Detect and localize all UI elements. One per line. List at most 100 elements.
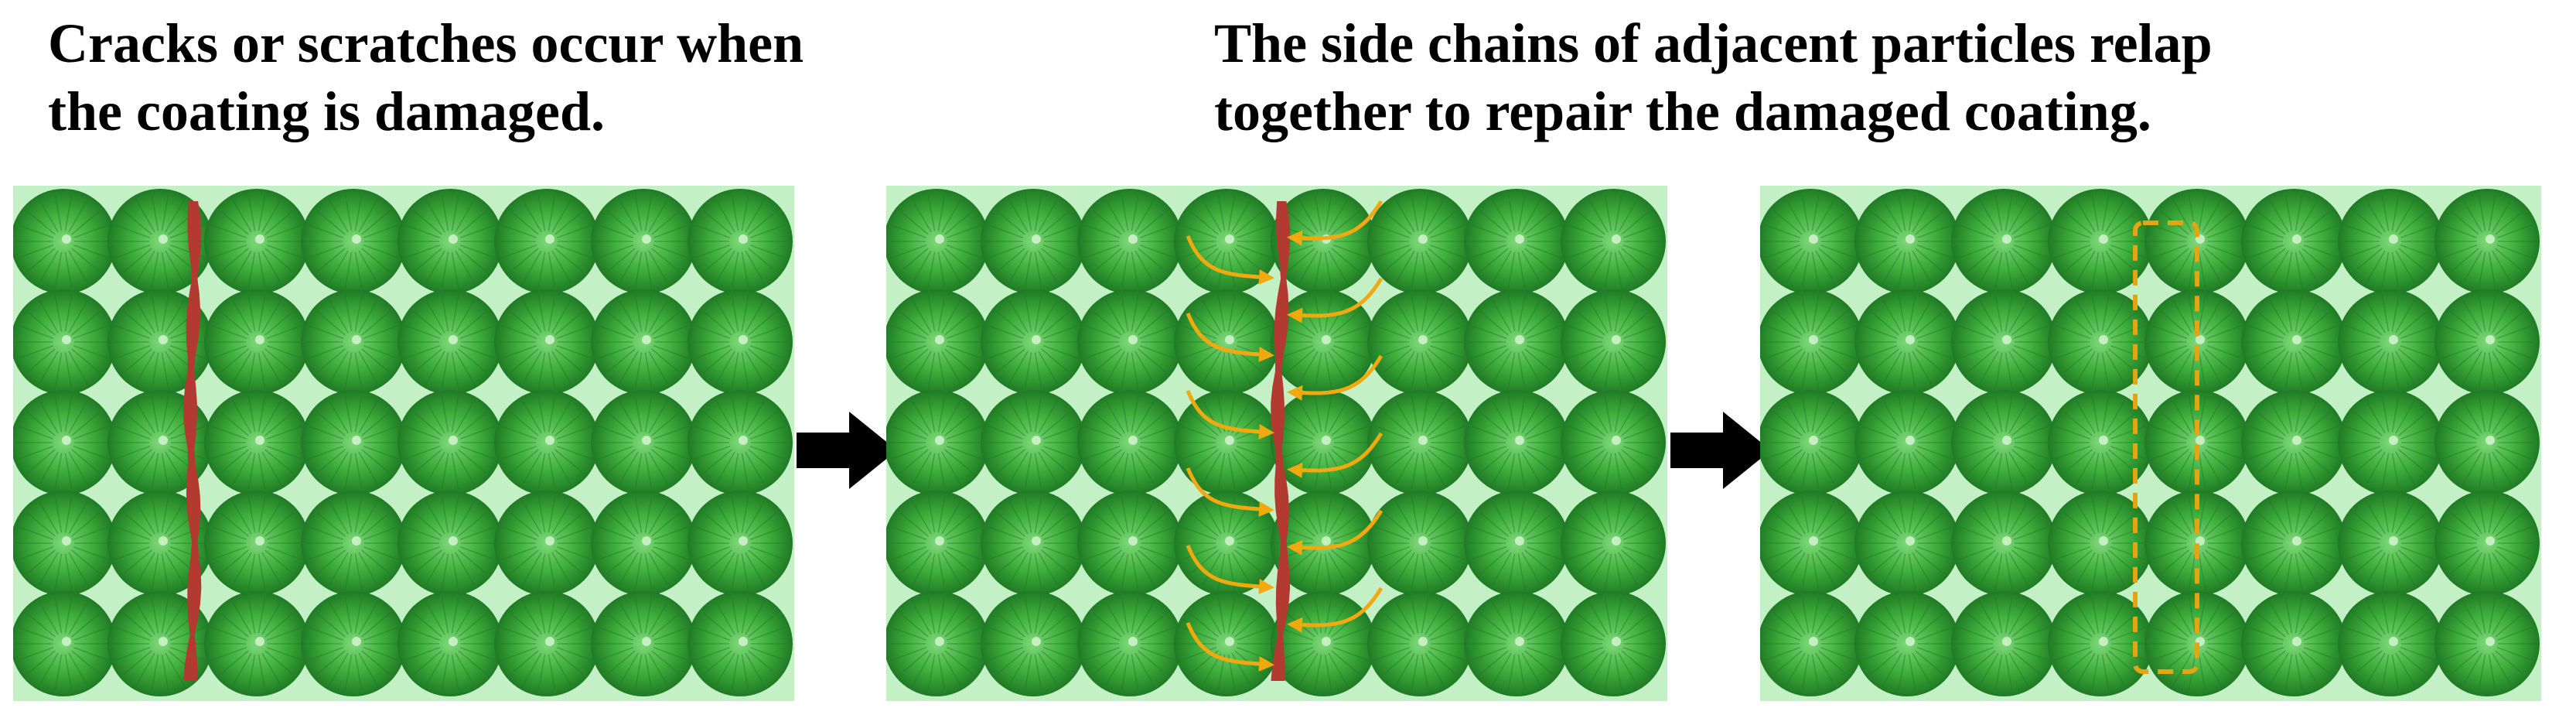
coating-particle: [1464, 491, 1569, 596]
repair-caption-line-2: together to repair the damaged coating.: [1214, 80, 2151, 142]
coating-particle: [1367, 491, 1472, 596]
coating-particle: [2048, 390, 2153, 495]
coating-particle: [1367, 591, 1472, 696]
coating-particle: [2338, 289, 2443, 395]
curved-arrow-icon: [1186, 467, 1274, 517]
coating-particle: [2048, 289, 2153, 395]
right-arrow-icon: [1670, 412, 1771, 489]
coating-particle: [13, 491, 116, 596]
coating-particle: [1561, 289, 1666, 395]
coating-particle: [886, 189, 989, 294]
coating-particle: [591, 491, 696, 596]
curved-arrow-icon: [1287, 432, 1384, 478]
coating-particle: [1271, 189, 1376, 294]
coating-particle: [107, 491, 213, 596]
coating-particle: [1854, 390, 1960, 495]
damaged-coating-panel: [13, 186, 794, 701]
coating-particle: [1760, 491, 1863, 596]
repaired-coating-panel: [1760, 186, 2541, 701]
repaired-region-outline: [2133, 221, 2199, 674]
coating-particle: [2144, 189, 2250, 294]
repaired-coating-illustration: [1760, 189, 2540, 696]
curved-arrow-icon: [1186, 313, 1274, 362]
curved-arrow-icon: [1287, 509, 1384, 556]
side-chain-arrows: [1186, 200, 1384, 672]
coating-particle: [2434, 491, 2540, 596]
coating-particle: [2144, 390, 2250, 495]
curved-arrow-icon: [1186, 235, 1274, 285]
coating-particle: [886, 390, 989, 495]
coating-particle: [2338, 591, 2443, 696]
coating-particle: [1951, 189, 2056, 294]
coating-particle: [397, 491, 503, 596]
coating-particle: [397, 189, 503, 294]
coating-particle: [2144, 289, 2250, 395]
coating-particle: [688, 189, 793, 294]
coating-particle: [13, 390, 116, 495]
curved-arrow-icon: [1287, 200, 1384, 246]
coating-particle: [13, 289, 116, 395]
coating-particle: [1561, 189, 1666, 294]
coating-particle: [1367, 390, 1472, 495]
right-arrow-icon: [797, 412, 897, 489]
coating-particle: [591, 390, 696, 495]
coating-particle: [494, 591, 599, 696]
coating-particle: [1077, 390, 1182, 495]
curved-arrow-icon: [1186, 622, 1274, 672]
coating-particle: [591, 591, 696, 696]
damage-caption: Cracks or scratches occur when the coati…: [48, 9, 804, 145]
coating-particle: [1854, 189, 1960, 294]
curved-arrow-icon: [1287, 354, 1384, 401]
coating-particle: [1760, 189, 1863, 294]
coating-particle: [204, 491, 309, 596]
coating-particle: [494, 491, 599, 596]
coating-particle: [301, 591, 406, 696]
coating-particle: [2241, 591, 2346, 696]
coating-particle: [13, 189, 116, 294]
coating-particle: [2241, 289, 2346, 395]
coating-particle: [1951, 289, 2056, 395]
coating-particle: [1951, 390, 2056, 495]
coating-particle: [981, 189, 1086, 294]
coating-particle: [2048, 189, 2153, 294]
coating-particle: [1561, 591, 1666, 696]
coating-particle: [1077, 591, 1182, 696]
coating-particle: [2338, 491, 2443, 596]
coating-crack: [1271, 201, 1291, 681]
curved-arrow-icon: [1186, 390, 1274, 440]
coating-particle: [301, 390, 406, 495]
coating-particle: [301, 189, 406, 294]
coating-particle: [886, 289, 989, 395]
coating-particle: [1174, 390, 1279, 495]
coating-particle: [688, 591, 793, 696]
coating-particle: [886, 491, 989, 596]
coating-particle: [494, 189, 599, 294]
curved-arrow-icon: [1287, 587, 1384, 633]
coating-particle: [1951, 491, 2056, 596]
coating-particle: [397, 591, 503, 696]
coating-particle: [204, 289, 309, 395]
coating-particle: [981, 591, 1086, 696]
curved-arrow-icon: [1287, 277, 1384, 323]
coating-particle: [591, 289, 696, 395]
coating-particle: [2241, 189, 2346, 294]
coating-particle: [1077, 289, 1182, 395]
coating-particle: [1464, 289, 1569, 395]
coating-particle: [1854, 289, 1960, 395]
coating-particle: [981, 289, 1086, 395]
coating-particle: [397, 289, 503, 395]
coating-particle: [1854, 591, 1960, 696]
coating-particle: [1077, 491, 1182, 596]
coating-particle: [1174, 189, 1279, 294]
coating-particle: [2048, 591, 2153, 696]
coating-particle: [204, 189, 309, 294]
damage-caption-line-1: Cracks or scratches occur when: [48, 12, 804, 74]
coating-particle: [1561, 491, 1666, 596]
coating-particle: [1951, 591, 2056, 696]
coating-crack: [183, 201, 202, 681]
coating-particle: [2338, 189, 2443, 294]
coating-particle: [1367, 189, 1472, 294]
coating-particle: [301, 289, 406, 395]
coating-particle: [494, 289, 599, 395]
coating-particle: [688, 491, 793, 596]
